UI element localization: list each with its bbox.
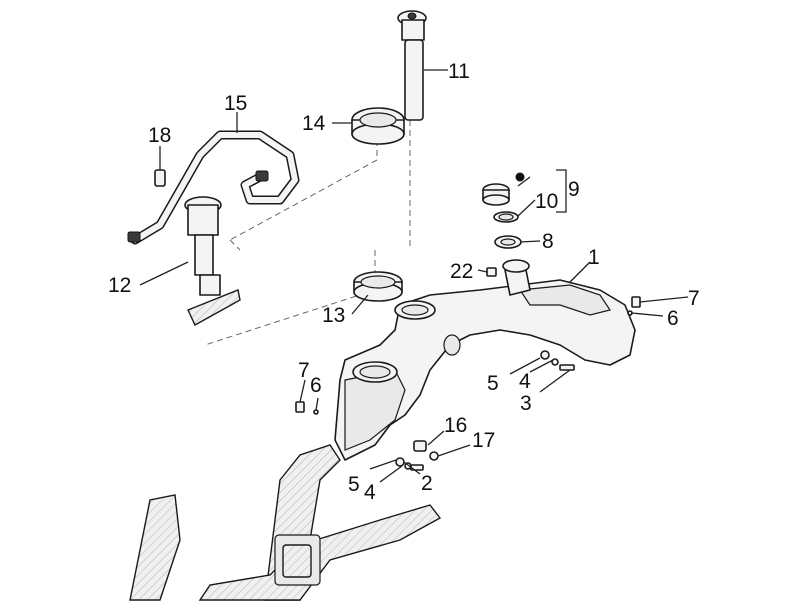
callout-2: 2 xyxy=(421,472,433,495)
callout-4: 4 xyxy=(519,370,531,393)
scooter-frame xyxy=(129,444,442,601)
cap-marker-dot xyxy=(515,172,525,182)
callout-11: 11 xyxy=(448,60,470,83)
tank-gasket xyxy=(353,271,403,302)
fuel-hose xyxy=(127,130,300,245)
assembly-guide-lines xyxy=(204,120,411,346)
callout-6: 6 xyxy=(667,307,679,330)
callout-13: 13 xyxy=(322,304,345,327)
callout-4: 4 xyxy=(364,481,376,504)
callout-5: 5 xyxy=(348,473,360,496)
callout-5: 5 xyxy=(487,372,499,395)
callout-15: 15 xyxy=(224,92,247,115)
callout-7: 7 xyxy=(298,359,310,382)
callout-16: 16 xyxy=(444,414,467,437)
callout-6: 6 xyxy=(310,374,322,397)
cap-gasket xyxy=(493,211,519,223)
callout-14: 14 xyxy=(302,112,326,135)
filler-seal xyxy=(494,235,522,249)
callout-9: 9 xyxy=(568,178,580,201)
callout-1: 1 xyxy=(588,246,600,269)
fuel-tank xyxy=(334,259,636,461)
ring-nut xyxy=(351,107,405,145)
callout-12: 12 xyxy=(108,274,131,297)
hose-clip xyxy=(154,169,166,187)
callout-7: 7 xyxy=(688,287,700,310)
fuel-pump xyxy=(184,196,241,326)
callout-labels: 1 2 3 4 4 5 5 6 6 7 7 8 9 10 11 12 13 14… xyxy=(108,60,700,504)
callout-10: 10 xyxy=(535,190,558,213)
callout-3: 3 xyxy=(520,392,532,415)
filler-cap xyxy=(482,183,510,206)
leader-lines xyxy=(139,69,689,483)
callout-8: 8 xyxy=(542,230,554,253)
callout-22: 22 xyxy=(450,260,473,283)
callout-18: 18 xyxy=(148,124,171,147)
fuel-level-sender xyxy=(397,10,427,121)
callout-17: 17 xyxy=(472,429,495,452)
